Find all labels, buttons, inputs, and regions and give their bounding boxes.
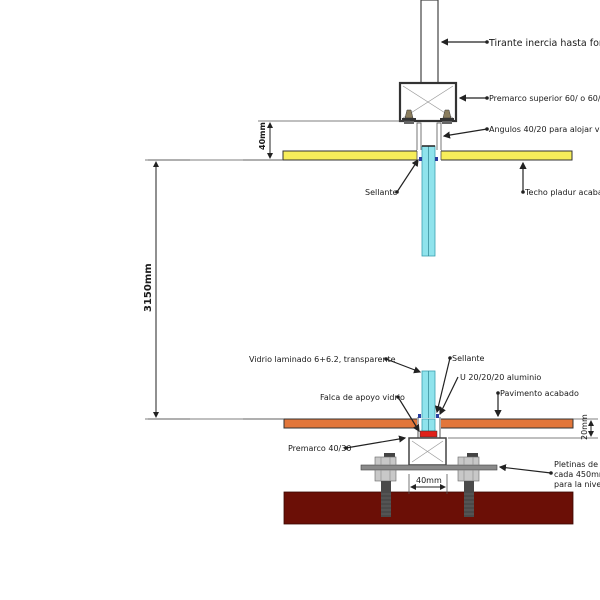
dim-bolt-spacing: 40mm [408,474,448,494]
dim-floor-label: 20mm [580,414,589,440]
concrete-slab [283,491,574,525]
label-u-aluminio: U 20/20/20 aluminio [460,373,541,382]
label-falca: Falca de apoyo vidrio [320,393,405,402]
label-angulos: Angulos 40/20 para alojar vidr [489,125,600,134]
dim-top-gap: 40mm [258,122,273,159]
screw-icon [440,109,454,124]
label-premarco-inferior: Premarco 40/30 [288,444,351,453]
label-tirante: Tirante inercia hasta forj [488,38,600,49]
sealant-bottom [418,414,421,418]
label-vidrio: Vidrio laminado 6+6.2, transparente [249,355,396,364]
label-techo: Techo pladur acabad [524,188,600,197]
upper-subframe [398,81,458,124]
label-sellante-bottom: Sellante [452,354,485,363]
glass-wedge [419,430,438,438]
label-premarco-superior: Premarco superior 60/ o 60/3 [489,94,600,103]
screw-icon [402,109,416,124]
label-pletinas-1: Pletinas de 5 [554,460,600,469]
bolt-threads [381,490,474,517]
label-pletinas-3: para la nivela [554,480,600,489]
glass-upper [421,145,436,257]
dim-bolt-spacing-label: 40mm [416,476,442,485]
dim-top-gap-label: 40mm [258,122,267,150]
dim-height: 3150mm [143,159,190,420]
label-pavimento: Pavimento acabado [500,389,579,398]
label-sellante-top: Sellante [365,188,398,197]
leveling-plate [360,464,498,471]
dim-height-label: 3150mm [143,263,154,312]
dim-floor: 20mm [580,414,594,440]
lower-subframe [408,437,447,466]
sealant-top [419,157,422,161]
label-pletinas-2: cada 450mm [554,470,600,479]
tie-rod [420,0,439,85]
